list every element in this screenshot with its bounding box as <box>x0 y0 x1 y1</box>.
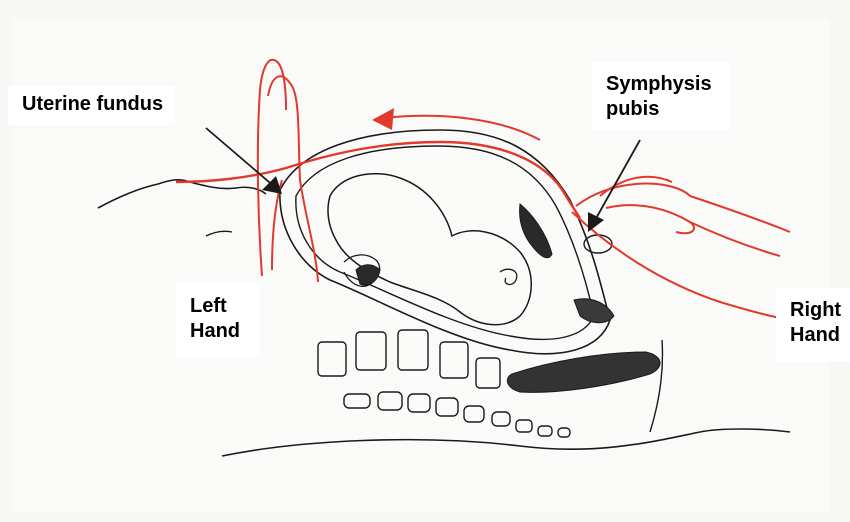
label-left-hand: Left Hand <box>176 282 260 358</box>
label-right-hand: Right Hand <box>776 288 850 362</box>
label-symphysis-pubis: Symphysis pubis <box>592 62 730 130</box>
label-uterine-fundus: Uterine fundus <box>8 86 175 125</box>
